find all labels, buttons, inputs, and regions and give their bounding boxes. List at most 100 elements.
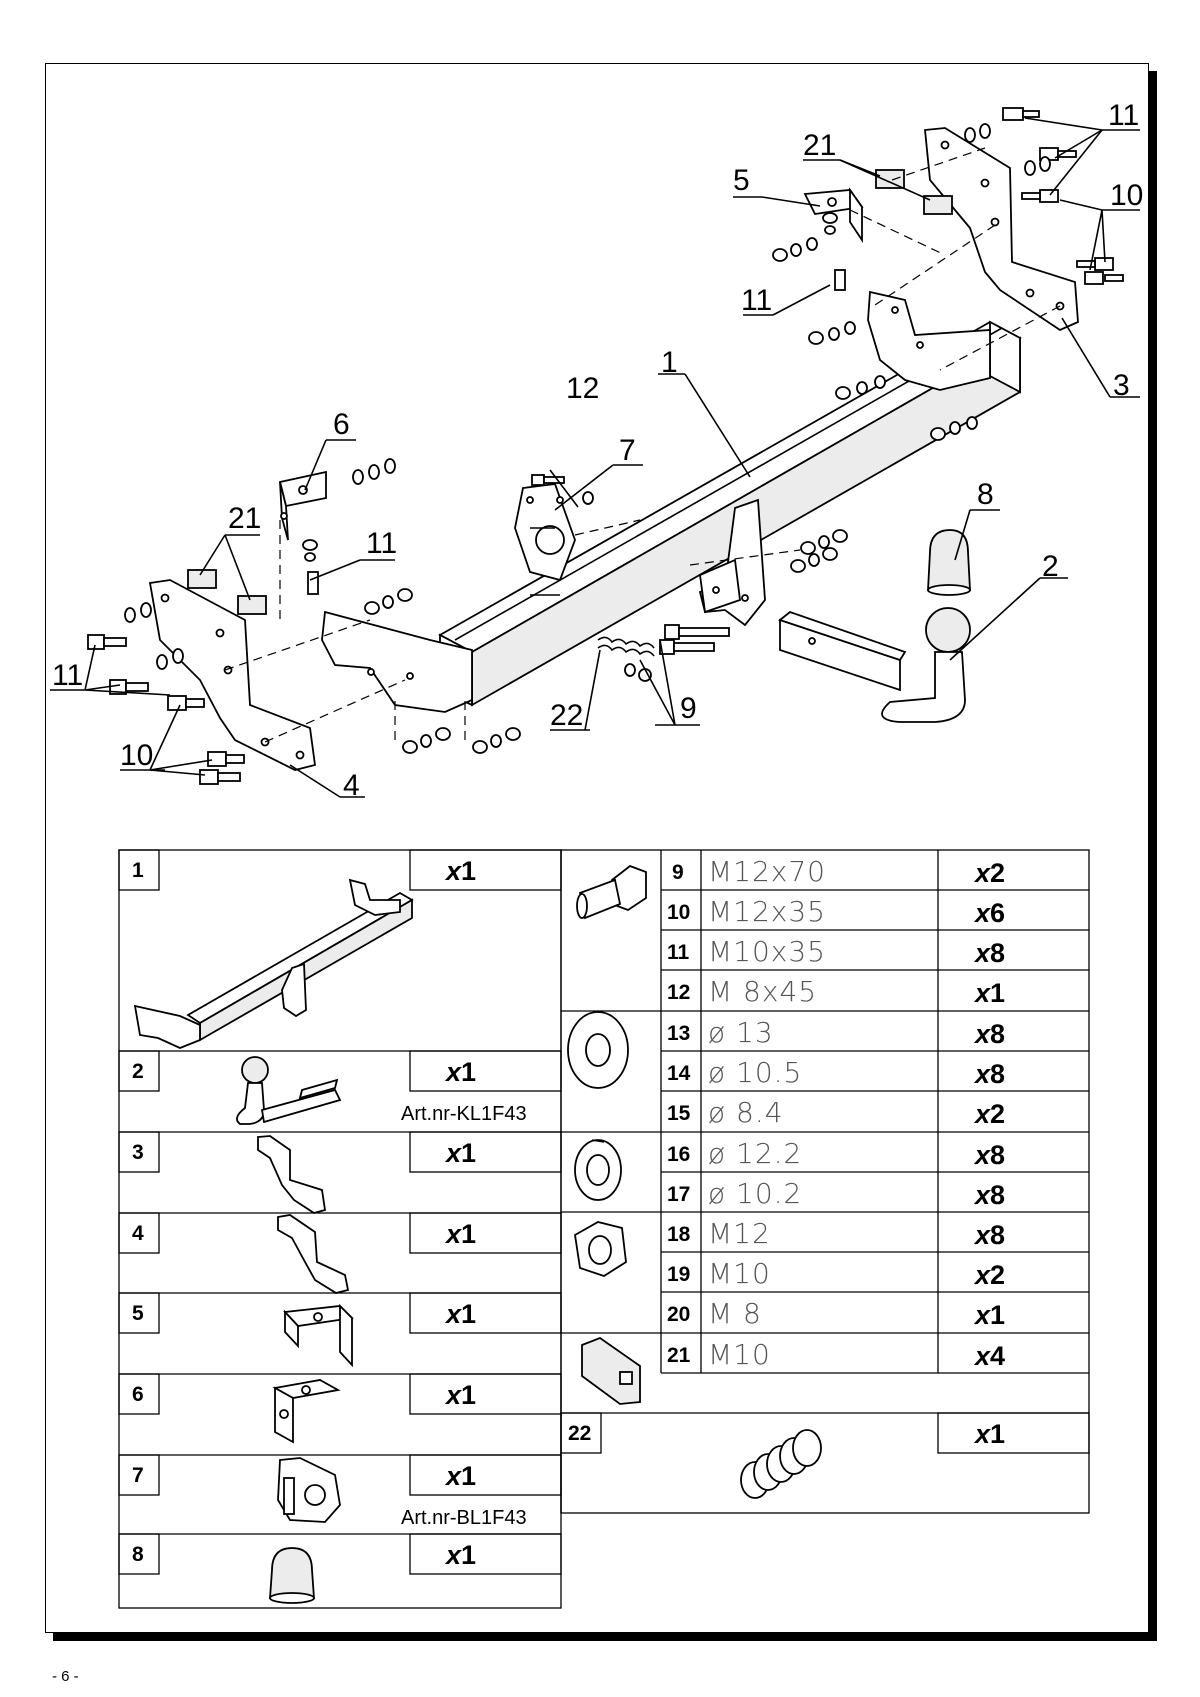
hardware-spec: M 8x45: [708, 975, 817, 1008]
washer-icon: [567, 1011, 629, 1089]
hardware-number: 13: [667, 1022, 690, 1045]
hardware-spec: M 8: [708, 1297, 762, 1330]
part-number: 5: [132, 1302, 144, 1325]
hardware-number: 17: [667, 1183, 690, 1206]
ball-cap-8-icon: [269, 1547, 315, 1604]
part-quantity: x1: [444, 1540, 476, 1570]
callout-11-mid-right: 11: [741, 284, 772, 317]
part-number: 2: [132, 1060, 144, 1083]
left-row-boxes: [118, 849, 562, 1575]
ball-cap-part-8: [927, 529, 971, 596]
part-quantity: x1: [444, 1299, 476, 1329]
callout-8: 8: [977, 478, 994, 511]
side-plate-part-4: [148, 579, 316, 771]
hardware-number: 10: [667, 901, 690, 924]
article-number-plate: Art.nr-BL1F43: [401, 1507, 527, 1529]
hardware-spec: M12x70: [708, 855, 826, 888]
crossbar-icon: [133, 878, 414, 1049]
callout-2: 2: [1042, 550, 1059, 583]
callout-10-left: 10: [120, 739, 153, 772]
hardware-quantity: x6: [973, 898, 1005, 928]
hardware-number: 16: [667, 1143, 690, 1166]
callout-6: 6: [333, 408, 350, 441]
part-number: 1: [132, 859, 144, 882]
callout-5: 5: [733, 164, 750, 197]
hardware-number: 12: [667, 981, 690, 1004]
part-number: 7: [132, 1464, 144, 1487]
hardware-quantity: x8: [973, 1019, 1005, 1049]
tow-ball-part-2: [778, 607, 971, 723]
article-number-ball: Art.nr-KL1F43: [401, 1103, 527, 1125]
hardware-quantity: x8: [973, 1220, 1005, 1250]
hardware-quantity: x2: [973, 858, 1005, 888]
crossbar-right-bracket: [867, 290, 991, 391]
spring-icon: [740, 1429, 822, 1499]
callout-1: 1: [661, 346, 678, 379]
parts-table: 1 2 3 4 5 6 7 8 x1 x1 x1 x1 x1 x1 x1 x1 …: [118, 849, 1090, 1609]
spring-part-22: [597, 636, 655, 657]
callout-11-mid-left: 11: [366, 527, 397, 560]
hardware-spec: M10: [708, 1257, 771, 1290]
hardware-spec: M12x35: [708, 895, 826, 928]
hardware-spec: ø 8.4: [708, 1096, 784, 1129]
side-plate-4-icon: [277, 1214, 350, 1294]
hardware-number: 21: [667, 1344, 691, 1367]
callout-labels: 1 2 3 4 5 6 7 8 9 10 10 11 11 11 11 12 2…: [52, 99, 1143, 802]
hardware-spec: ø 13: [708, 1016, 774, 1049]
callout-9: 9: [680, 692, 697, 725]
bracket-6-icon: [272, 1379, 341, 1444]
callout-11-left: 11: [52, 659, 83, 692]
part-quantity: x1: [444, 1138, 476, 1168]
callout-22: 22: [550, 699, 583, 732]
spring-washer-icon: [574, 1139, 622, 1201]
side-plate-3-icon: [257, 1135, 327, 1214]
part-quantity: x1: [444, 1219, 476, 1249]
callout-leaders: [50, 117, 1140, 798]
callout-11-right: 11: [1108, 99, 1139, 132]
assembly-guide-lines: [224, 147, 1061, 743]
hardware-spec: ø 10.2: [708, 1177, 802, 1210]
clamp-group-part-21: [187, 169, 953, 615]
hardware-quantity: x2: [973, 1099, 1005, 1129]
hardware-number: 18: [667, 1223, 691, 1246]
hardware-quantity: x8: [973, 1140, 1005, 1170]
part-quantity: x1: [444, 856, 476, 886]
spring-number: 22: [568, 1422, 591, 1445]
part-number: 8: [132, 1543, 144, 1566]
part-number: 4: [132, 1222, 144, 1245]
part-number: 6: [132, 1383, 144, 1406]
bracket-part-6: [278, 470, 327, 541]
part-quantity: x1: [444, 1461, 476, 1491]
bracket-5-icon: [283, 1303, 354, 1368]
hardware-quantity: x4: [973, 1341, 1005, 1371]
hardware-number: 20: [667, 1303, 690, 1326]
callout-21-right: 21: [803, 129, 836, 162]
part-quantity: x1: [444, 1380, 476, 1410]
hardware-number: 9: [672, 861, 684, 884]
callout-12: 12: [566, 372, 599, 405]
table-part-icons: [133, 864, 822, 1604]
tow-ball-icon: [236, 1056, 342, 1125]
left-parts-text: 1 2 3 4 5 6 7 8 x1 x1 x1 x1 x1 x1 x1 x1 …: [132, 856, 527, 1570]
crossbar-left-bracket: [321, 610, 473, 713]
hardware-quantity: x8: [973, 1059, 1005, 1089]
bolt-group: [87, 107, 1124, 785]
hardware-spec: M10x35: [708, 935, 826, 968]
clamp-icon: [581, 1336, 641, 1405]
callout-7: 7: [619, 434, 636, 467]
hardware-spec: M12: [708, 1217, 771, 1250]
hardware-spec: ø 10.5: [708, 1056, 802, 1089]
part-quantity: x1: [444, 1057, 476, 1087]
nut-icon: [574, 1221, 627, 1277]
spring-quantity: x1: [973, 1419, 1005, 1449]
hardware-quantity: x8: [973, 938, 1005, 968]
hardware-quantity: x2: [973, 1260, 1005, 1290]
part-number: 3: [132, 1141, 144, 1164]
callout-4: 4: [343, 769, 360, 802]
hardware-quantity: x1: [973, 978, 1005, 1008]
callout-3: 3: [1113, 369, 1130, 402]
hardware-spec: ø 12.2: [708, 1137, 802, 1170]
hardware-number: 11: [667, 941, 690, 964]
hardware-quantity: x8: [973, 1180, 1005, 1210]
